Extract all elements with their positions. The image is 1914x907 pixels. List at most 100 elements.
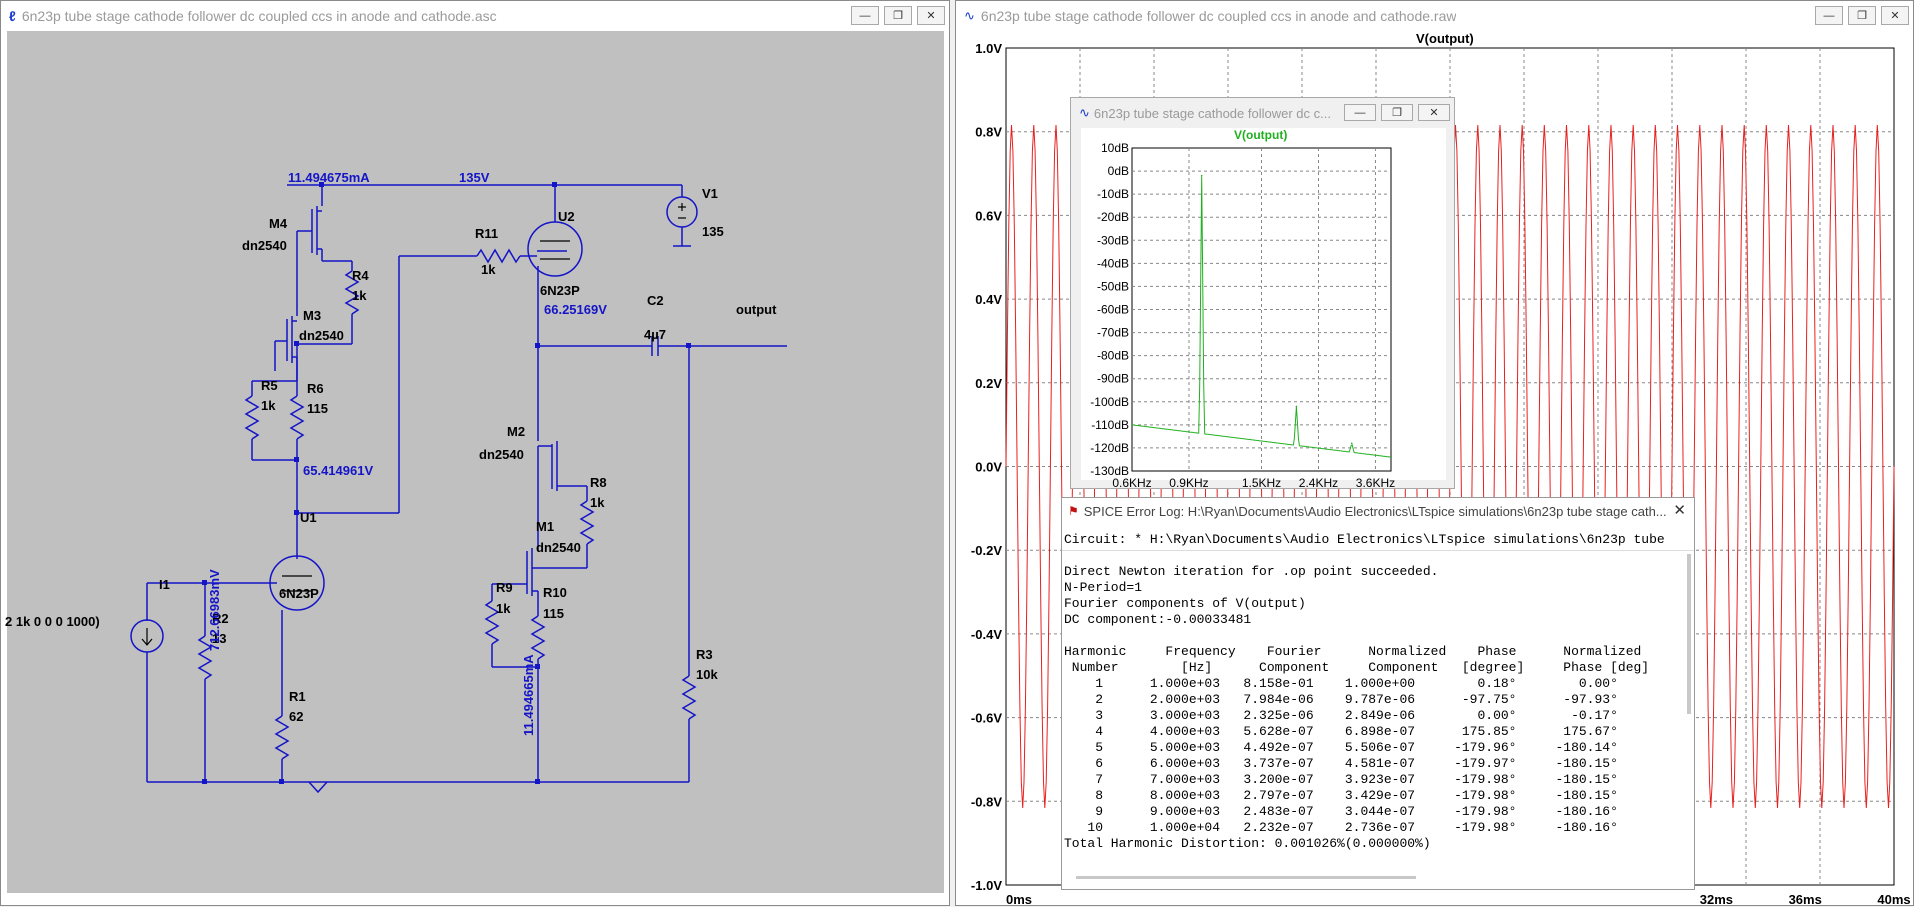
- restore-button[interactable]: ❐: [1381, 104, 1413, 121]
- fft-plot[interactable]: 10dB0dB-10dB-20dB-30dB-40dB-50dB-60dB-70…: [1071, 128, 1456, 490]
- harmonic-row: 1 1.000e+03 8.158e-01 1.000e+00 0.18° 0.…: [1064, 676, 1618, 691]
- y-tick-label: 0.0V: [975, 460, 1002, 475]
- r1-label: R1: [289, 689, 306, 704]
- fft-x-tick-label: 0.6KHz: [1112, 476, 1151, 490]
- fft-trace: [1131, 176, 1392, 458]
- net-output-label: output: [736, 302, 777, 317]
- y-tick-label: 0.4V: [975, 292, 1002, 307]
- fft-y-tick-label: -110dB: [1091, 418, 1129, 432]
- y-tick-label: -0.2V: [971, 543, 1002, 558]
- y-tick-label: -0.6V: [971, 711, 1002, 726]
- restore-button[interactable]: ❐: [884, 6, 912, 25]
- r10-value: 115: [543, 606, 564, 621]
- r2-label: R2: [212, 611, 229, 626]
- fft-x-tick-label: 0.9KHz: [1169, 476, 1208, 490]
- close-button[interactable]: ✕: [1418, 104, 1450, 121]
- horizontal-scrollbar[interactable]: [1076, 876, 1416, 879]
- harmonic-row: 9 9.000e+03 2.483e-07 3.044e-07 -179.98°…: [1064, 804, 1618, 819]
- net-voltage-node2: 66.25169V: [544, 302, 607, 317]
- harmonic-row: 3 3.000e+03 2.325e-06 2.849e-06 0.00° -0…: [1064, 708, 1618, 723]
- harmonic-row: 6 6.000e+03 3.737e-07 4.581e-07 -179.97°…: [1064, 756, 1618, 771]
- m3-model: dn2540: [299, 328, 344, 343]
- r6-value: 115: [307, 401, 328, 416]
- harmonic-row: 5 5.000e+03 4.492e-07 5.506e-07 -179.96°…: [1064, 740, 1618, 755]
- r11-value: 1k: [481, 262, 496, 277]
- v1-label: V1: [702, 186, 718, 201]
- fft-y-tick-label: -90dB: [1097, 372, 1129, 386]
- close-button[interactable]: ✕: [1881, 6, 1909, 25]
- x-tick-label: 32ms: [1700, 892, 1733, 907]
- net-voltage-node1: 65.414961V: [303, 463, 374, 478]
- u1-label: U1: [300, 510, 317, 525]
- node-dot: [686, 343, 691, 348]
- y-tick-label: 0.8V: [975, 125, 1002, 140]
- log-line: DC component:-0.00033481: [1064, 612, 1252, 627]
- net-cathode-voltage: 712.66983mV: [207, 569, 222, 651]
- waveform-titlebar[interactable]: ∿ 6n23p tube stage cathode follower dc c…: [956, 1, 1913, 31]
- thd-line: Total Harmonic Distortion: 0.001026%(0.0…: [1064, 836, 1431, 851]
- harmonic-row: 2 2.000e+03 7.984e-06 9.787e-06 -97.75° …: [1064, 692, 1618, 707]
- r9-label: R9: [496, 580, 513, 595]
- schematic-title: 6n23p tube stage cathode follower dc cou…: [21, 8, 497, 24]
- fft-peak: [1295, 405, 1298, 408]
- m2-label: M2: [507, 424, 526, 439]
- r9-value: 1k: [496, 601, 511, 616]
- y-tick-label: -0.8V: [971, 794, 1002, 809]
- y-tick-label: -1.0V: [971, 878, 1002, 893]
- node-dot: [552, 182, 557, 187]
- restore-button[interactable]: ❐: [1848, 6, 1876, 25]
- r11-label: R11: [475, 226, 499, 241]
- r1-value: 62: [289, 709, 304, 724]
- close-icon[interactable]: ✕: [1673, 502, 1686, 519]
- minimize-button[interactable]: —: [851, 6, 879, 25]
- fft-window: ∿ 6n23p tube stage cathode follower dc c…: [1070, 97, 1456, 490]
- waveform-app-icon: ∿: [964, 8, 975, 23]
- node-dot: [294, 510, 299, 515]
- waveform-title: 6n23p tube stage cathode follower dc cou…: [980, 8, 1457, 24]
- fft-y-tick-label: -20dB: [1097, 210, 1129, 224]
- r8-value: 1k: [590, 495, 605, 510]
- fft-x-tick-label: 3.6KHz: [1356, 476, 1395, 490]
- fft-y-tick-label: -70dB: [1097, 326, 1129, 340]
- schematic-canvas[interactable]: 11.494675mA 135V M4 dn2540 R4 1k M3 dn25…: [5, 31, 944, 893]
- v1-value: 135: [702, 224, 724, 239]
- r8-label: R8: [590, 475, 607, 490]
- schematic-window: ℓ 6n23p tube stage cathode follower dc c…: [0, 0, 950, 906]
- fft-peak: [1350, 442, 1353, 445]
- ltspice-app-icon: ℓ: [9, 8, 16, 24]
- fft-y-tick-label: 10dB: [1101, 141, 1129, 155]
- y-tick-label: -0.4V: [971, 627, 1002, 642]
- m3-label: M3: [303, 308, 322, 323]
- harmonic-row: 8 8.000e+03 2.797e-07 3.429e-07 -179.98°…: [1064, 788, 1618, 803]
- m4-label: M4: [269, 216, 288, 231]
- r2-value: 13: [212, 631, 227, 646]
- x-tick-label: 0ms: [1006, 892, 1032, 907]
- net-voltage-rail: 135V: [459, 170, 490, 185]
- r5-label: R5: [261, 378, 278, 393]
- schematic-titlebar[interactable]: ℓ 6n23p tube stage cathode follower dc c…: [1, 1, 949, 31]
- node-dot: [202, 580, 207, 585]
- log-icon: ⚑: [1068, 504, 1079, 518]
- net-m1-current: 11.494665mA: [521, 654, 536, 736]
- node-dot: [535, 779, 540, 784]
- fft-titlebar[interactable]: ∿ 6n23p tube stage cathode follower dc c…: [1071, 98, 1454, 128]
- node-dot: [319, 182, 324, 187]
- net-current-top: 11.494675mA: [288, 170, 370, 185]
- r5-value: 1k: [261, 398, 276, 413]
- close-button[interactable]: ✕: [917, 6, 945, 25]
- u2-model: 6N23P: [540, 283, 580, 298]
- harmonic-table-header: Harmonic Frequency Fourier Normalized Ph…: [1064, 644, 1642, 659]
- i1-label: I1: [159, 577, 170, 592]
- fft-app-icon: ∿: [1079, 105, 1090, 120]
- log-divider: [1062, 550, 1694, 551]
- vertical-scrollbar[interactable]: [1687, 554, 1691, 714]
- node-dot: [535, 664, 540, 669]
- error-log-titlebar[interactable]: ⚑ SPICE Error Log: H:\Ryan\Documents\Aud…: [1062, 498, 1694, 524]
- c2-label: C2: [647, 293, 664, 308]
- c2-value: 4µ7: [644, 327, 666, 342]
- waveform-trace-label: V(output): [1416, 31, 1474, 46]
- minimize-button[interactable]: —: [1344, 104, 1376, 121]
- u1-model: 6N23P: [279, 586, 319, 601]
- minimize-button[interactable]: —: [1815, 6, 1843, 25]
- r4-value: 1k: [352, 288, 367, 303]
